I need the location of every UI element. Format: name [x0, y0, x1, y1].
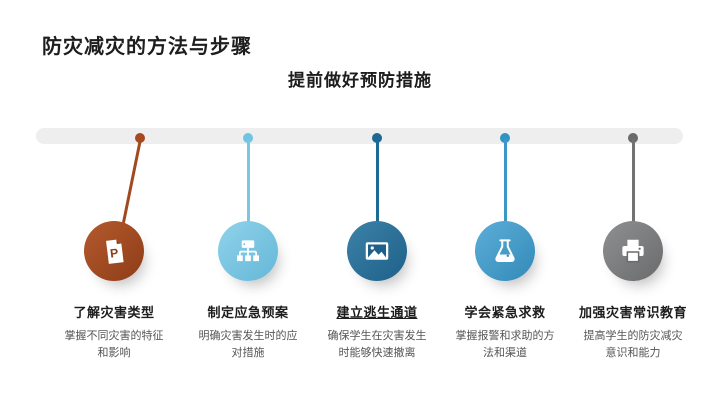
item-circle: [603, 221, 663, 281]
pendulum-line: [246, 139, 250, 222]
item-circle: P: [84, 221, 144, 281]
item-title: 了解灾害类型: [73, 305, 155, 320]
item-title: 制定应急预案: [207, 305, 289, 320]
item-desc: 提高学生的防灾减灾意识和能力: [583, 330, 683, 360]
sitemap-icon: [237, 240, 259, 262]
timeline-bar: [36, 128, 683, 144]
item-desc: 掌握不同灾害的特征和影响: [64, 330, 164, 360]
pendulum-line: [503, 139, 507, 222]
item-desc: 确保学生在灾害发生时能够快速撤离: [327, 330, 427, 360]
pendulum-line: [631, 139, 635, 222]
item-circle: [475, 221, 535, 281]
pendulum-line: [375, 139, 379, 222]
printer-icon: [622, 239, 644, 263]
item-desc: 掌握报警和求助的方法和渠道: [455, 330, 555, 360]
image-icon: [365, 242, 389, 260]
page-subtitle: 提前做好预防措施: [288, 71, 432, 90]
item-desc: 明确灾害发生时的应对措施: [198, 330, 298, 360]
page-title: 防灾减灾的方法与步骤: [42, 36, 252, 58]
item-title: 学会紧急求救: [464, 305, 546, 320]
item-title: 加强灾害常识教育: [578, 305, 687, 320]
flask-icon: [495, 239, 515, 262]
ppt-file-icon: P: [105, 239, 124, 264]
item-circle: [347, 221, 407, 281]
pendulum-line: [121, 138, 141, 224]
svg-text:P: P: [109, 245, 119, 260]
item-title: 建立逃生通道: [336, 305, 418, 320]
item-circle: [218, 221, 278, 281]
